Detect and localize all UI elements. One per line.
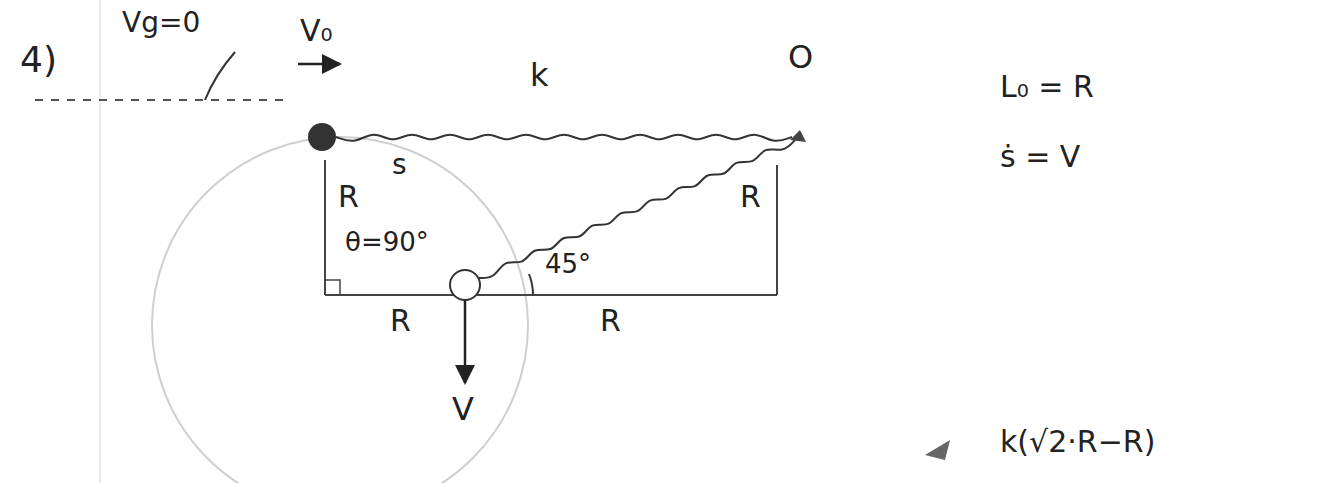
dashed-line [35, 99, 290, 101]
mass-ball [308, 123, 336, 151]
anchor-point [790, 130, 806, 142]
path-circle [152, 137, 528, 483]
spring [478, 140, 795, 278]
spring-constant: k [530, 58, 549, 93]
velocity-label: Vg=0 [122, 8, 200, 39]
angle-arc [529, 274, 533, 295]
radius-label: R [600, 304, 621, 337]
right-angle [325, 280, 340, 295]
spring [336, 135, 792, 141]
horizontal-line [325, 294, 777, 296]
mass-ring [450, 270, 480, 300]
velocity-label: V [452, 392, 474, 427]
velocity-arrow [464, 300, 467, 383]
spring-force: k(√2·R−R) [1000, 425, 1155, 458]
point-label: O [788, 40, 813, 75]
leader-line [205, 52, 235, 100]
angle-label: θ=90° [345, 228, 429, 257]
spring-length: s [392, 150, 407, 181]
radius-label: R [740, 180, 761, 213]
margin-line [100, 0, 101, 483]
angle-label: 45° [545, 250, 591, 279]
radius-label: R [390, 304, 411, 337]
condition-note: ṡ = V [1000, 140, 1080, 173]
radius-line [324, 160, 326, 295]
velocity-label: V₀ [300, 14, 333, 47]
pencil-mark [925, 440, 950, 460]
velocity-arrow [298, 63, 340, 66]
problem-number: 4) [20, 40, 57, 80]
radius-label: R [338, 180, 359, 213]
vertical-line [776, 165, 778, 295]
condition-note: L₀ = R [1000, 70, 1094, 103]
